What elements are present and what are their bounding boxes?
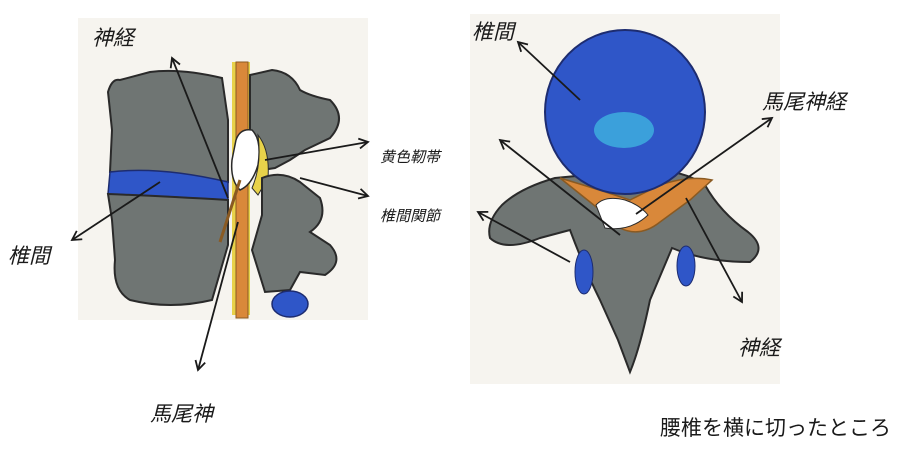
- facet-left: [575, 250, 593, 294]
- label-intervertebral-right: 椎間: [472, 16, 514, 46]
- axial-view-figure: [470, 14, 780, 384]
- disc-body: [545, 30, 705, 194]
- label-facet-joint: 椎間関節: [380, 205, 440, 226]
- label-cauda-equina-right: 馬尾神経: [762, 86, 846, 116]
- figure-caption: 腰椎を横に切ったところ: [660, 412, 891, 442]
- lower-vertebral-body: [108, 194, 228, 305]
- facet-blue-dot: [272, 291, 308, 317]
- facet-right: [677, 246, 695, 286]
- label-nerve-right: 神経: [738, 332, 780, 362]
- upper-vertebral-body: [108, 71, 228, 182]
- label-ligamentum-flavum: 黄色靭帯: [380, 146, 440, 167]
- label-intervertebral-left: 椎間: [8, 240, 50, 270]
- nucleus-pulposus: [594, 112, 654, 148]
- label-nerve-left: 神経: [92, 22, 134, 52]
- label-cauda-equina-left: 馬尾神: [150, 398, 213, 428]
